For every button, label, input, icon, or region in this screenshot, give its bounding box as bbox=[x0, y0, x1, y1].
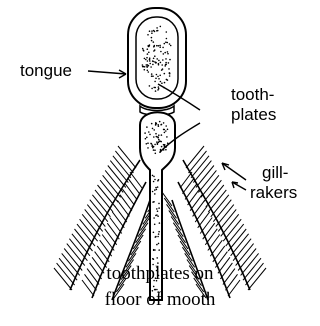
gillrakers-leader-upper bbox=[222, 163, 246, 180]
label-toothplates-line1: tooth- bbox=[231, 86, 274, 103]
label-toothplates-line2: plates bbox=[231, 106, 276, 123]
tongue-shape bbox=[128, 8, 186, 108]
caption-line1: toothplates on bbox=[0, 264, 320, 283]
label-gillrakers-line2: rakers bbox=[250, 184, 297, 201]
gillrakers-leader-lower bbox=[232, 182, 246, 190]
label-tongue: tongue bbox=[20, 62, 72, 79]
label-gillrakers-line1: gill- bbox=[262, 164, 288, 181]
caption-line2: floor of mooth bbox=[0, 290, 320, 309]
